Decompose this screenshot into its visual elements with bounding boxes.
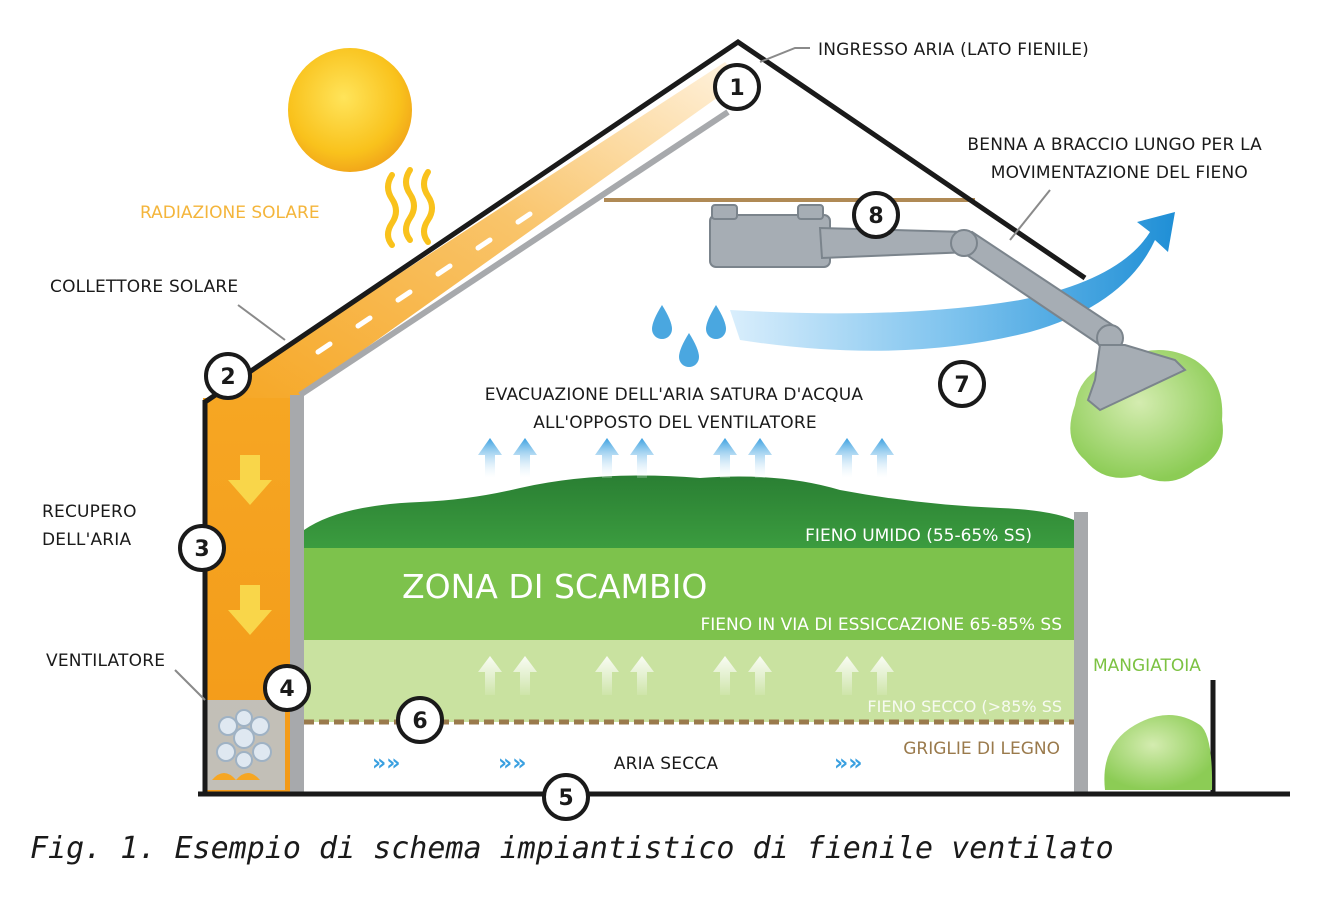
marker-4: 4 xyxy=(263,664,311,712)
svg-text:4: 4 xyxy=(279,677,294,702)
svg-text:3: 3 xyxy=(194,537,209,562)
label-solar-radiation: RADIAZIONE SOLARE xyxy=(140,203,320,223)
hay-up-arrows xyxy=(478,656,894,695)
svg-text:8: 8 xyxy=(868,204,883,229)
inner-roof-line xyxy=(298,109,730,398)
label-wet-hay: FIENO UMIDO (55-65% SS) xyxy=(805,526,1032,546)
label-exhaust-2: ALL'OPPOSTO DEL VENTILATORE xyxy=(533,413,817,433)
label-exhaust-1: EVACUAZIONE DELL'ARIA SATURA D'ACQUA xyxy=(485,385,864,405)
heat-waves-icon xyxy=(385,167,435,248)
dry-air-chevrons-2: »» xyxy=(498,751,526,776)
roof-line xyxy=(203,38,1087,405)
label-exchange-zone: ZONA DI SCAMBIO xyxy=(402,567,707,606)
svg-text:2: 2 xyxy=(220,365,235,390)
svg-text:6: 6 xyxy=(412,709,427,734)
label-grab-line2: MOVIMENTAZIONE DEL FIENO xyxy=(991,163,1248,183)
label-fan: VENTILATORE xyxy=(46,651,165,671)
label-grab-line1: BENNA A BRACCIO LUNGO PER LA xyxy=(967,135,1262,155)
inner-wall-right xyxy=(1074,512,1088,794)
sun-icon xyxy=(288,48,412,172)
svg-text:7: 7 xyxy=(954,373,969,398)
marker-3: 3 xyxy=(178,524,226,572)
marker-5: 5 xyxy=(542,773,590,821)
label-solar-collector: COLLETTORE SOLARE xyxy=(50,277,238,297)
dry-air-chevrons-3: »» xyxy=(834,751,862,776)
figure-caption: Fig. 1. Esempio di schema impiantistico … xyxy=(30,831,1114,866)
svg-text:1: 1 xyxy=(729,76,744,101)
dry-air-chevrons-1: »» xyxy=(372,751,400,776)
marker-2: 2 xyxy=(204,352,252,400)
inner-wall-left xyxy=(290,395,304,793)
label-air-recovery-1: RECUPERO xyxy=(42,502,137,522)
marker-6: 6 xyxy=(396,696,444,744)
leader-lines xyxy=(174,47,1051,701)
label-dry-hay: FIENO SECCO (>85% SS xyxy=(867,697,1062,716)
fan-icon xyxy=(205,700,285,790)
marker-1: 1 xyxy=(713,63,761,111)
water-drops-icon xyxy=(652,305,726,367)
collector-air-dashes xyxy=(315,211,533,355)
exhaust-up-arrows xyxy=(478,438,894,478)
down-arrow-icon xyxy=(228,455,272,635)
marker-8: 8 xyxy=(852,191,900,239)
crane-grab-icon xyxy=(709,204,1187,412)
label-dry-air: ARIA SECCA xyxy=(614,754,719,774)
number-markers: 1 2 3 4 5 6 7 8 xyxy=(178,63,986,821)
label-drying-hay: FIENO IN VIA DI ESSICCAZIONE 65-85% SS xyxy=(701,615,1063,635)
feeder-hay xyxy=(1104,715,1213,790)
marker-7: 7 xyxy=(938,360,986,408)
label-air-inlet: INGRESSO ARIA (LATO FIENILE) xyxy=(818,40,1089,60)
solar-collector-roof xyxy=(205,62,742,400)
label-wood-grates: GRIGLIE DI LEGNO xyxy=(903,739,1060,759)
svg-text:5: 5 xyxy=(558,786,573,811)
label-air-recovery-2: DELL'ARIA xyxy=(42,530,132,550)
label-feeder: MANGIATOIA xyxy=(1093,656,1201,676)
